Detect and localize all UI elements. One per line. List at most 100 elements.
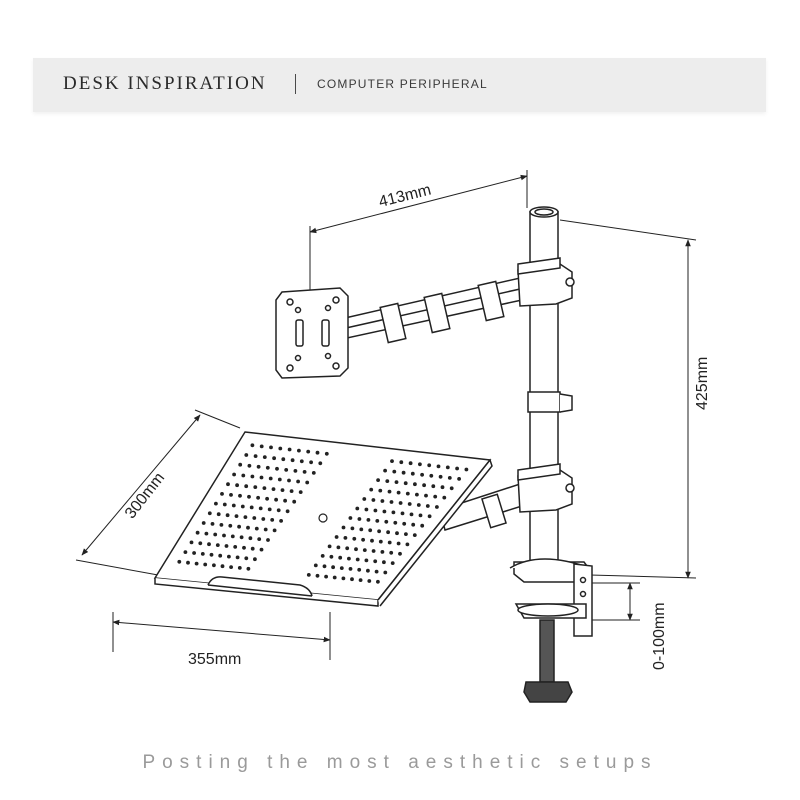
vent-hole <box>418 513 423 518</box>
vent-hole <box>332 575 337 580</box>
vent-hole <box>320 554 325 558</box>
vent-hole <box>398 501 403 505</box>
vent-hole <box>279 519 283 523</box>
vent-hole <box>322 564 327 569</box>
vent-hole <box>293 469 298 473</box>
vent-hole <box>290 458 295 463</box>
lower-arm <box>439 463 575 531</box>
vent-hole <box>374 569 379 574</box>
vent-hole <box>362 497 367 501</box>
vent-hole <box>257 537 262 541</box>
vent-hole <box>377 529 381 534</box>
vent-hole <box>225 513 230 518</box>
vent-hole <box>220 492 224 496</box>
vent-hole <box>271 487 276 491</box>
vent-hole <box>376 478 380 482</box>
vent-hole <box>440 485 445 490</box>
vent-hole <box>447 476 452 480</box>
vent-hole <box>262 455 267 459</box>
dimension-tray-width: 355mm <box>188 651 241 668</box>
vent-hole <box>324 574 328 579</box>
vent-hole <box>354 547 358 552</box>
vent-hole <box>339 566 344 570</box>
vent-hole <box>357 517 362 521</box>
vent-hole <box>259 444 264 449</box>
vent-hole <box>362 548 367 552</box>
vent-hole <box>240 504 245 509</box>
vent-hole <box>192 551 197 555</box>
vent-hole <box>244 556 249 561</box>
vent-hole <box>416 503 421 507</box>
vent-hole <box>224 544 229 548</box>
vent-hole <box>241 473 246 478</box>
vent-hole <box>352 536 357 541</box>
vent-hole <box>398 551 402 556</box>
tray-vent-holes <box>177 443 469 584</box>
vent-hole <box>391 510 396 515</box>
vent-hole <box>298 490 303 494</box>
footer-tagline: Posting the most aesthetic setups <box>142 752 658 773</box>
vent-hole <box>222 502 227 507</box>
vent-hole <box>254 526 259 531</box>
vent-hole <box>256 464 261 469</box>
vent-hole <box>436 464 441 469</box>
vent-hole <box>409 512 414 517</box>
vent-hole <box>402 521 407 526</box>
vent-hole <box>232 472 237 477</box>
vent-hole <box>201 521 206 525</box>
vent-hole <box>235 555 240 560</box>
vent-hole <box>415 492 419 497</box>
vent-hole <box>289 489 294 493</box>
vent-hole <box>405 491 410 496</box>
vent-hole <box>285 509 290 514</box>
vent-hole <box>371 498 376 502</box>
vent-hole <box>233 545 238 549</box>
vent-hole <box>359 527 364 532</box>
vent-hole <box>364 507 369 512</box>
vent-hole <box>274 497 278 502</box>
vent-hole <box>433 494 438 499</box>
vent-hole <box>219 523 224 527</box>
vent-hole <box>250 474 255 479</box>
vent-hole <box>306 573 311 577</box>
vent-hole <box>355 506 360 511</box>
vent-hole <box>265 465 270 470</box>
vent-hole <box>427 514 432 519</box>
vent-hole <box>266 538 270 542</box>
vent-hole <box>422 483 426 488</box>
vent-hole <box>218 553 223 558</box>
vent-hole <box>378 488 383 493</box>
vent-hole <box>287 447 292 452</box>
vent-hole <box>313 563 318 568</box>
vent-hole <box>427 463 432 468</box>
header-divider <box>295 74 296 94</box>
vent-hole <box>368 528 373 533</box>
vent-hole <box>455 466 459 471</box>
vent-hole <box>396 541 401 546</box>
vent-hole <box>373 559 378 564</box>
vent-hole <box>263 527 268 532</box>
tray-center-hole <box>318 513 328 523</box>
vent-hole <box>429 473 434 478</box>
vent-hole <box>449 486 454 491</box>
vent-hole <box>396 490 401 495</box>
vent-hole <box>210 522 215 526</box>
vent-hole <box>228 523 233 528</box>
vent-hole <box>420 472 424 477</box>
vent-hole <box>376 579 380 584</box>
vent-hole <box>442 495 447 500</box>
vent-hole <box>229 565 234 569</box>
header-banner: DESK INSPIRATION COMPUTER PERIPHERAL <box>33 58 766 112</box>
vent-hole <box>341 576 346 581</box>
vent-hole <box>280 488 285 492</box>
vent-hole <box>244 453 249 457</box>
vent-hole <box>220 564 225 569</box>
vent-hole <box>438 474 443 479</box>
vent-hole <box>283 498 287 503</box>
vent-hole <box>410 471 415 476</box>
vent-hole <box>387 540 392 545</box>
vent-hole <box>258 506 263 511</box>
vent-hole <box>348 567 353 571</box>
vent-hole <box>237 524 242 529</box>
vent-hole <box>327 544 332 549</box>
